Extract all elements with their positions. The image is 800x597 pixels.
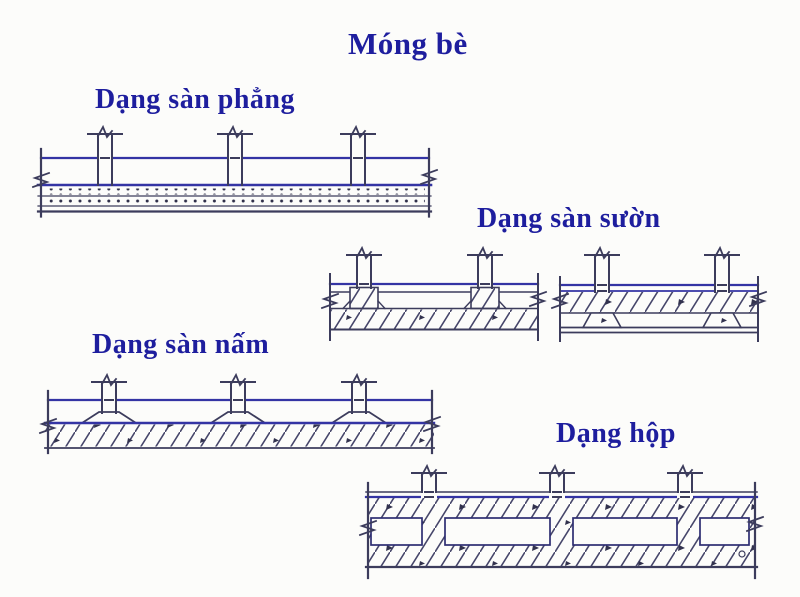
centerline-marks	[594, 282, 730, 294]
columns	[584, 245, 740, 293]
top-slab	[559, 292, 759, 314]
edge-break-bars	[31, 147, 439, 218]
page-title: Móng bè	[348, 26, 468, 61]
centerline-marks	[97, 155, 366, 161]
box-body	[368, 498, 755, 567]
flat-slab-plate	[36, 183, 433, 213]
columns	[346, 245, 503, 289]
edge-break-bars	[358, 481, 765, 580]
ribbed-slab-section-a	[320, 245, 548, 341]
ribbed-slab-section-b	[550, 245, 768, 342]
label-box-type: Dạng hộp	[556, 418, 676, 449]
bottom-slab	[329, 307, 539, 331]
columns	[87, 124, 376, 186]
label-mushroom-slab: Dạng sàn nấm	[92, 329, 270, 360]
slab	[43, 421, 436, 449]
centerline-marks	[101, 397, 367, 403]
ribs	[342, 286, 507, 310]
hollow-cells	[370, 517, 750, 546]
edge-break-bars	[320, 273, 548, 341]
box-foundation-section	[358, 463, 765, 580]
centerline-marks	[421, 489, 693, 500]
label-ribbed-slab: Dạng sàn sườn	[477, 203, 661, 234]
columns	[91, 372, 377, 414]
flat-slab-section	[31, 124, 439, 218]
edge-break-bars	[38, 389, 442, 455]
edge-break-bars	[550, 276, 768, 342]
centerline-marks	[356, 281, 493, 287]
down-ribs	[581, 312, 743, 329]
label-flat-slab: Dạng sàn phẳng	[95, 84, 295, 115]
mushroom-slab-section	[38, 372, 442, 455]
columns	[411, 463, 703, 493]
column-capitals	[80, 411, 388, 425]
